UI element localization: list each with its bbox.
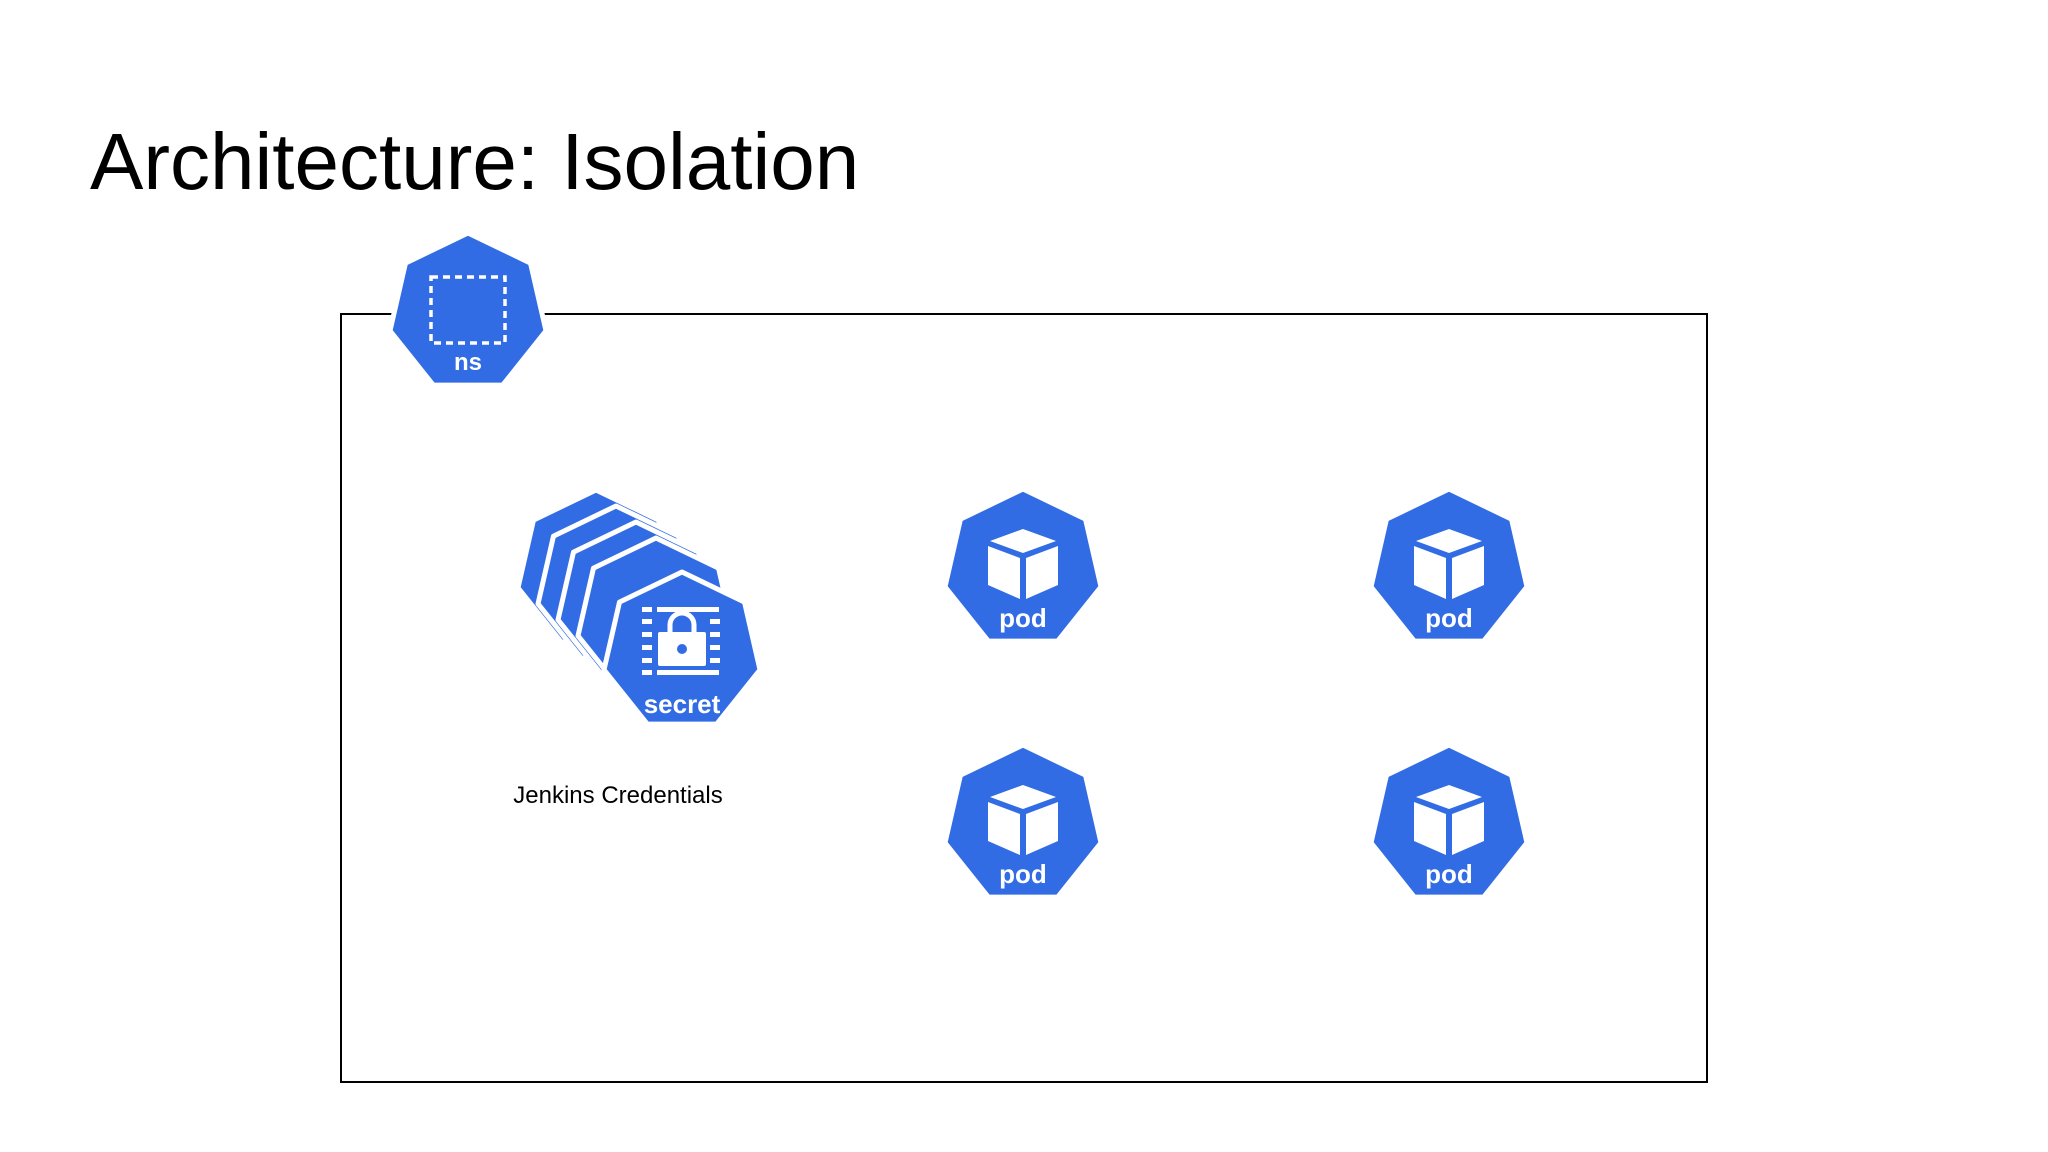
cube-icon xyxy=(988,529,1058,599)
pod-label: pod xyxy=(999,603,1047,633)
pod-label: pod xyxy=(1425,859,1473,889)
cube-icon xyxy=(1414,785,1484,855)
secret-lock-icon xyxy=(642,607,720,675)
pod-node: pod xyxy=(945,745,1101,897)
secret-caption: Jenkins Credentials xyxy=(513,782,722,809)
cube-icon xyxy=(1414,529,1484,599)
secret-label: secret xyxy=(644,689,721,719)
pod-node: pod xyxy=(1371,745,1527,897)
namespace-node: ns xyxy=(390,233,546,385)
slide-title: Architecture: Isolation xyxy=(90,117,860,206)
pod-node: pod xyxy=(945,489,1101,641)
pod-label: pod xyxy=(999,859,1047,889)
namespace-boundary xyxy=(340,313,1708,1083)
pod-node: pod xyxy=(1371,489,1527,641)
cube-icon xyxy=(988,785,1058,855)
pod-label: pod xyxy=(1425,603,1473,633)
namespace-icon xyxy=(429,275,507,345)
namespace-label: ns xyxy=(454,349,482,376)
secret-stack: secret xyxy=(518,490,760,724)
secret-node: secret xyxy=(604,572,760,724)
